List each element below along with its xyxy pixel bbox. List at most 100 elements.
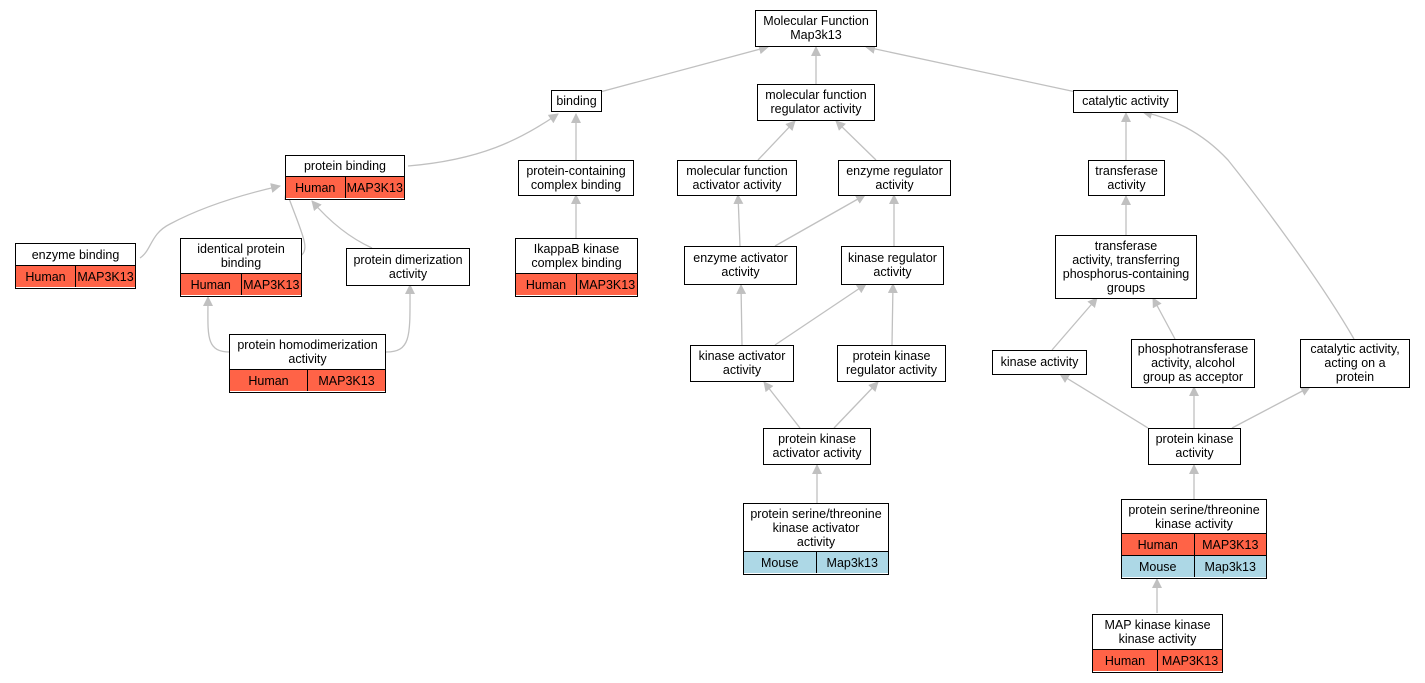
gene-cell: Map3k13 [1193, 556, 1267, 577]
node-molecular-function-regulator-activity[interactable]: molecular function regulator activity [757, 84, 875, 121]
species-cell: Human [525, 277, 567, 292]
node-protein-homodimerization-activity[interactable]: protein homodimerization activity Human … [229, 334, 386, 393]
node-label: kinase activator activity [698, 349, 786, 377]
annotation-row-human: Human MAP3K13 [286, 176, 404, 198]
node-label: binding [556, 93, 597, 108]
edge [736, 284, 747, 346]
edge [887, 283, 898, 346]
node-label: MAP kinase kinase kinase activity [1104, 618, 1211, 646]
gene-cell: MAP3K13 [307, 370, 385, 391]
node-label: catalytic activity, acting on a protein [1310, 342, 1400, 384]
gene-cell: MAP3K13 [1193, 534, 1267, 555]
edge [733, 194, 744, 247]
node-protein-containing-complex-binding[interactable]: protein-containing complex binding [518, 160, 634, 196]
node-protein-kinase-regulator-activity[interactable]: protein kinase regulator activity [837, 345, 946, 382]
node-label: protein binding [303, 159, 386, 173]
node-label: enzyme regulator activity [846, 163, 943, 192]
gene-cell: MAP3K13 [344, 177, 405, 198]
species-cell: Human [190, 277, 231, 292]
edge [599, 44, 769, 93]
gene-cell: Map3k13 [815, 552, 889, 573]
node-kinase-activator-activity[interactable]: kinase activator activity [690, 345, 794, 382]
edge [284, 189, 306, 257]
edge [1231, 386, 1311, 429]
node-molecular-function[interactable]: Molecular Function Map3k13 [755, 10, 877, 47]
annotation-row-human: Human MAP3K13 [16, 265, 135, 287]
node-label: protein-containing complex binding [526, 163, 626, 192]
node-label: protein kinase activity [1155, 432, 1234, 460]
node-phosphotransferase-activity-alcohol-group-as-acceptor[interactable]: phosphotransferase activity, alcohol gro… [1131, 339, 1255, 388]
node-label: transferase activity [1095, 163, 1158, 192]
node-catalytic-activity-acting-on-a-protein[interactable]: catalytic activity, acting on a protein [1300, 339, 1410, 388]
node-label: identical protein binding [197, 242, 285, 270]
species-cell: Mouse [1138, 559, 1177, 574]
node-binding[interactable]: binding [551, 90, 602, 112]
annotation-row-human: Human MAP3K13 [1093, 649, 1222, 671]
edge [139, 183, 281, 259]
node-label: protein serine/threonine kinase activity [1128, 502, 1260, 531]
annotation-row-human: Human MAP3K13 [1122, 533, 1266, 555]
node-label: transferase activity, transferring phosp… [1062, 238, 1190, 295]
node-enzyme-regulator-activity[interactable]: enzyme regulator activity [838, 160, 951, 196]
node-label: protein homodimerization activity [237, 338, 378, 366]
node-protein-kinase-activator-activity[interactable]: protein kinase activator activity [763, 428, 871, 465]
node-label: molecular function regulator activity [765, 88, 867, 116]
node-label: catalytic activity [1082, 94, 1169, 108]
edge [311, 200, 373, 249]
species-cell: Human [1137, 537, 1178, 552]
gene-cell: MAP3K13 [240, 274, 302, 295]
edge [1142, 109, 1355, 340]
node-label: kinase activity [1000, 355, 1079, 369]
node-protein-serine-threonine-kinase-activity[interactable]: protein serine/threonine kinase activity… [1121, 499, 1267, 579]
node-molecular-function-activator-activity[interactable]: molecular function activator activity [677, 160, 797, 196]
node-identical-protein-binding[interactable]: identical protein binding Human MAP3K13 [180, 238, 302, 297]
node-enzyme-binding[interactable]: enzyme binding Human MAP3K13 [15, 243, 136, 289]
node-label: protein kinase regulator activity [845, 349, 937, 377]
node-label: Molecular Function Map3k13 [763, 14, 869, 42]
annotation-row-mouse: Mouse Map3k13 [744, 551, 888, 573]
node-protein-dimerization-activity[interactable]: protein dimerization activity [346, 248, 470, 286]
node-label: IkappaB kinase complex binding [531, 242, 622, 270]
edge [774, 194, 866, 247]
edge [763, 381, 801, 429]
gene-cell: MAP3K13 [576, 274, 637, 295]
node-ikappab-kinase-complex-binding[interactable]: IkappaB kinase complex binding Human MAP… [515, 238, 638, 297]
annotation-row-human: Human MAP3K13 [230, 369, 385, 391]
edge [1152, 297, 1176, 340]
gene-cell: MAP3K13 [75, 266, 135, 287]
edge [835, 120, 877, 161]
node-label: protein kinase activator activity [772, 432, 862, 460]
species-cell: Human [1104, 653, 1146, 668]
node-catalytic-activity[interactable]: catalytic activity [1073, 90, 1178, 113]
node-label: phosphotransferase activity, alcohol gro… [1137, 342, 1249, 384]
node-label: protein dimerization activity [353, 252, 463, 281]
node-protein-binding[interactable]: protein binding Human MAP3K13 [285, 155, 405, 200]
edge [407, 113, 559, 167]
edge [1059, 373, 1149, 429]
node-label: kinase regulator activity [848, 251, 937, 279]
node-kinase-activity[interactable]: kinase activity [992, 350, 1087, 375]
species-cell: Human [295, 180, 336, 195]
node-protein-kinase-activity[interactable]: protein kinase activity [1148, 428, 1241, 465]
node-kinase-regulator-activity[interactable]: kinase regulator activity [841, 246, 944, 285]
species-cell: Human [25, 269, 66, 284]
annotation-row-mouse: Mouse Map3k13 [1122, 555, 1266, 577]
annotation-row-human: Human MAP3K13 [181, 273, 301, 295]
node-label: enzyme activator activity [693, 251, 788, 279]
edge [774, 283, 867, 346]
node-label: molecular function activator activity [686, 163, 788, 192]
node-protein-serine-threonine-kinase-activator-activity[interactable]: protein serine/threonine kinase activato… [743, 503, 889, 575]
node-map-kinase-kinase-kinase-activity[interactable]: MAP kinase kinase kinase activity Human … [1092, 614, 1223, 673]
gene-cell: MAP3K13 [1157, 650, 1222, 671]
edge [833, 381, 879, 429]
species-cell: Mouse [760, 555, 799, 570]
node-enzyme-activator-activity[interactable]: enzyme activator activity [684, 246, 797, 285]
node-transferase-activity-transferring-phosphorus-containing-groups[interactable]: transferase activity, transferring phosp… [1055, 235, 1197, 299]
node-label: protein serine/threonine kinase activato… [750, 506, 882, 549]
edge [865, 43, 1077, 93]
edge [385, 284, 416, 353]
node-label: enzyme binding [31, 247, 120, 262]
node-transferase-activity[interactable]: transferase activity [1088, 160, 1165, 196]
annotation-row-human: Human MAP3K13 [516, 273, 637, 295]
